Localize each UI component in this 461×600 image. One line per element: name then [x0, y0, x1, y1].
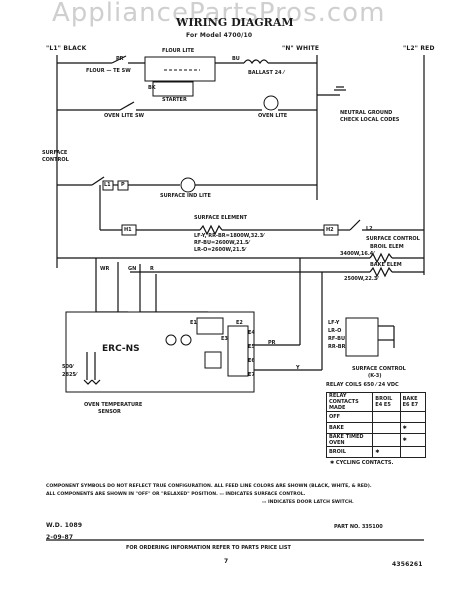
label-flour-lite: FLOUR LITE: [162, 48, 195, 54]
label-starter: STARTER: [162, 97, 187, 103]
label-wr: WR: [100, 266, 110, 272]
label-relay-coils: RELAY COILS 650 ⁄ 24 VDC: [326, 382, 399, 388]
label-pr2: PR: [268, 340, 276, 346]
label-bake-val: 2500W,22.3⁄: [344, 276, 379, 282]
label-sensor-val1: 500⁄: [62, 364, 74, 370]
label-r: R: [150, 266, 154, 272]
label-sensor-val2: 2825⁄: [62, 372, 77, 378]
label-broil-val: 3400W,16.4⁄: [340, 251, 375, 257]
label-l2-box: L2: [366, 226, 373, 232]
label-lf-y: LF-Y: [328, 320, 340, 326]
table-cell: [372, 433, 401, 447]
table-header-cell: BROIL E4 E5: [372, 392, 401, 412]
label-broil-elem: BROIL ELEM: [370, 244, 404, 250]
table-cell: ✱: [372, 446, 401, 458]
table-cell: [399, 446, 427, 458]
footnote-3: ▭ INDICATES DOOR LATCH SWITCH.: [262, 500, 354, 505]
label-surface-control-2: CONTROL: [42, 157, 69, 163]
table-cell: BROIL: [325, 446, 374, 458]
document-number: 4356261: [392, 561, 423, 568]
table-cell: [372, 422, 401, 434]
label-pr: PR: [116, 56, 124, 62]
table-row: BAKE ✱: [325, 422, 427, 434]
label-sensor-1: OVEN TEMPERATURE: [84, 402, 143, 408]
table-row: BROIL ✱: [325, 446, 427, 458]
wd-number: W.D. 1089: [46, 522, 83, 529]
label-lr-o: LR-O: [328, 328, 342, 334]
table-cell: [372, 411, 401, 423]
label-e3: E3: [221, 336, 228, 342]
table-cell: ✱: [399, 422, 427, 434]
label-bu: BU: [232, 56, 240, 62]
diagram-title: WIRING DIAGRAM: [176, 16, 294, 29]
line-l2-label: "L2" RED: [403, 45, 435, 52]
label-rr-br: RR-BR: [328, 344, 346, 350]
part-number: PART NO. 335100: [334, 524, 383, 530]
label-surface-control: SURFACE: [42, 150, 68, 156]
label-oven-lite: OVEN LITE: [258, 113, 288, 119]
label-h2: H2: [326, 227, 334, 233]
table-header-cell: BAKE E6 E7: [399, 392, 427, 412]
table-row: BAKE TIMED OVEN ✱: [325, 433, 427, 447]
label-e6: E6: [248, 358, 255, 364]
label-ballast: BALLAST 24 ⁄: [248, 70, 285, 76]
ordering-info: FOR ORDERING INFORMATION REFER TO PARTS …: [126, 545, 291, 551]
label-check-codes: CHECK LOCAL CODES: [340, 117, 400, 123]
label-surface-control-k: SURFACE CONTROL: [352, 366, 406, 372]
label-e7: E7: [248, 372, 255, 378]
label-oven-lite-sw: OVEN LITE SW: [104, 113, 145, 119]
label-e5: E5: [248, 344, 255, 350]
watermark: AppliancePartsPros.com: [52, 0, 386, 28]
table-cell: OFF: [325, 411, 374, 423]
table-header-cell: RELAY CONTACTS MADE: [325, 392, 374, 412]
label-bake-elem: BAKE ELEM: [370, 262, 402, 268]
label-p-box: P: [121, 182, 125, 188]
label-surface-ind-lite: SURFACE IND LITE: [160, 193, 211, 199]
label-rf-bu: RF-BU: [328, 336, 346, 342]
label-e1: E1: [190, 320, 197, 326]
diagram-subtitle: For Model 4700/10: [186, 32, 253, 39]
label-y: Y: [296, 365, 300, 371]
relay-contacts-table: RELAY CONTACTS MADE BROIL E4 E5 BAKE E6 …: [325, 392, 427, 458]
table-cell: BAKE: [325, 422, 374, 434]
table-cell: [399, 411, 427, 423]
date: 2-09-87: [46, 534, 74, 541]
label-e4: E4: [248, 330, 255, 336]
line-l1-label: "L1" BLACK: [46, 45, 87, 52]
footnote-1: COMPONENT SYMBOLS DO NOT REFLECT TRUE CO…: [46, 484, 372, 489]
line-n-label: "N" WHITE: [282, 45, 320, 52]
footnote-2: ALL COMPONENTS ARE SHOWN IN "OFF" OR "RE…: [46, 492, 306, 497]
label-l1-box: L1: [104, 182, 111, 188]
page-number: 7: [224, 558, 229, 565]
label-flour-sw: FLOUR — TE SW: [86, 68, 131, 74]
label-k3: (K-3): [368, 373, 382, 379]
label-elem-line2: RF-BU=2600W,21.5⁄: [194, 240, 250, 246]
table-row: OFF: [325, 411, 427, 423]
label-bk: BK: [148, 85, 156, 91]
cycling-note: ✱ CYCLING CONTACTS.: [330, 460, 394, 466]
label-elem-line3: LR-O=2600W,21.5⁄: [194, 247, 246, 253]
erc-board-label: ERC-NS: [102, 344, 140, 354]
label-gn: GN: [128, 266, 137, 272]
table-cell: BAKE TIMED OVEN: [325, 433, 374, 447]
label-neutral-ground: NEUTRAL GROUND: [340, 110, 393, 116]
label-surface-element: SURFACE ELEMENT: [194, 215, 248, 221]
label-h1: H1: [124, 227, 132, 233]
table-row: RELAY CONTACTS MADE BROIL E4 E5 BAKE E6 …: [325, 392, 427, 412]
label-surface-control-r: SURFACE CONTROL: [366, 236, 420, 242]
label-e2: E2: [236, 320, 243, 326]
table-cell: ✱: [399, 433, 427, 447]
label-elem-line1: LF-Y, RR-BR=1800W,32.3⁄: [194, 233, 264, 239]
label-sensor-2: SENSOR: [98, 409, 121, 415]
